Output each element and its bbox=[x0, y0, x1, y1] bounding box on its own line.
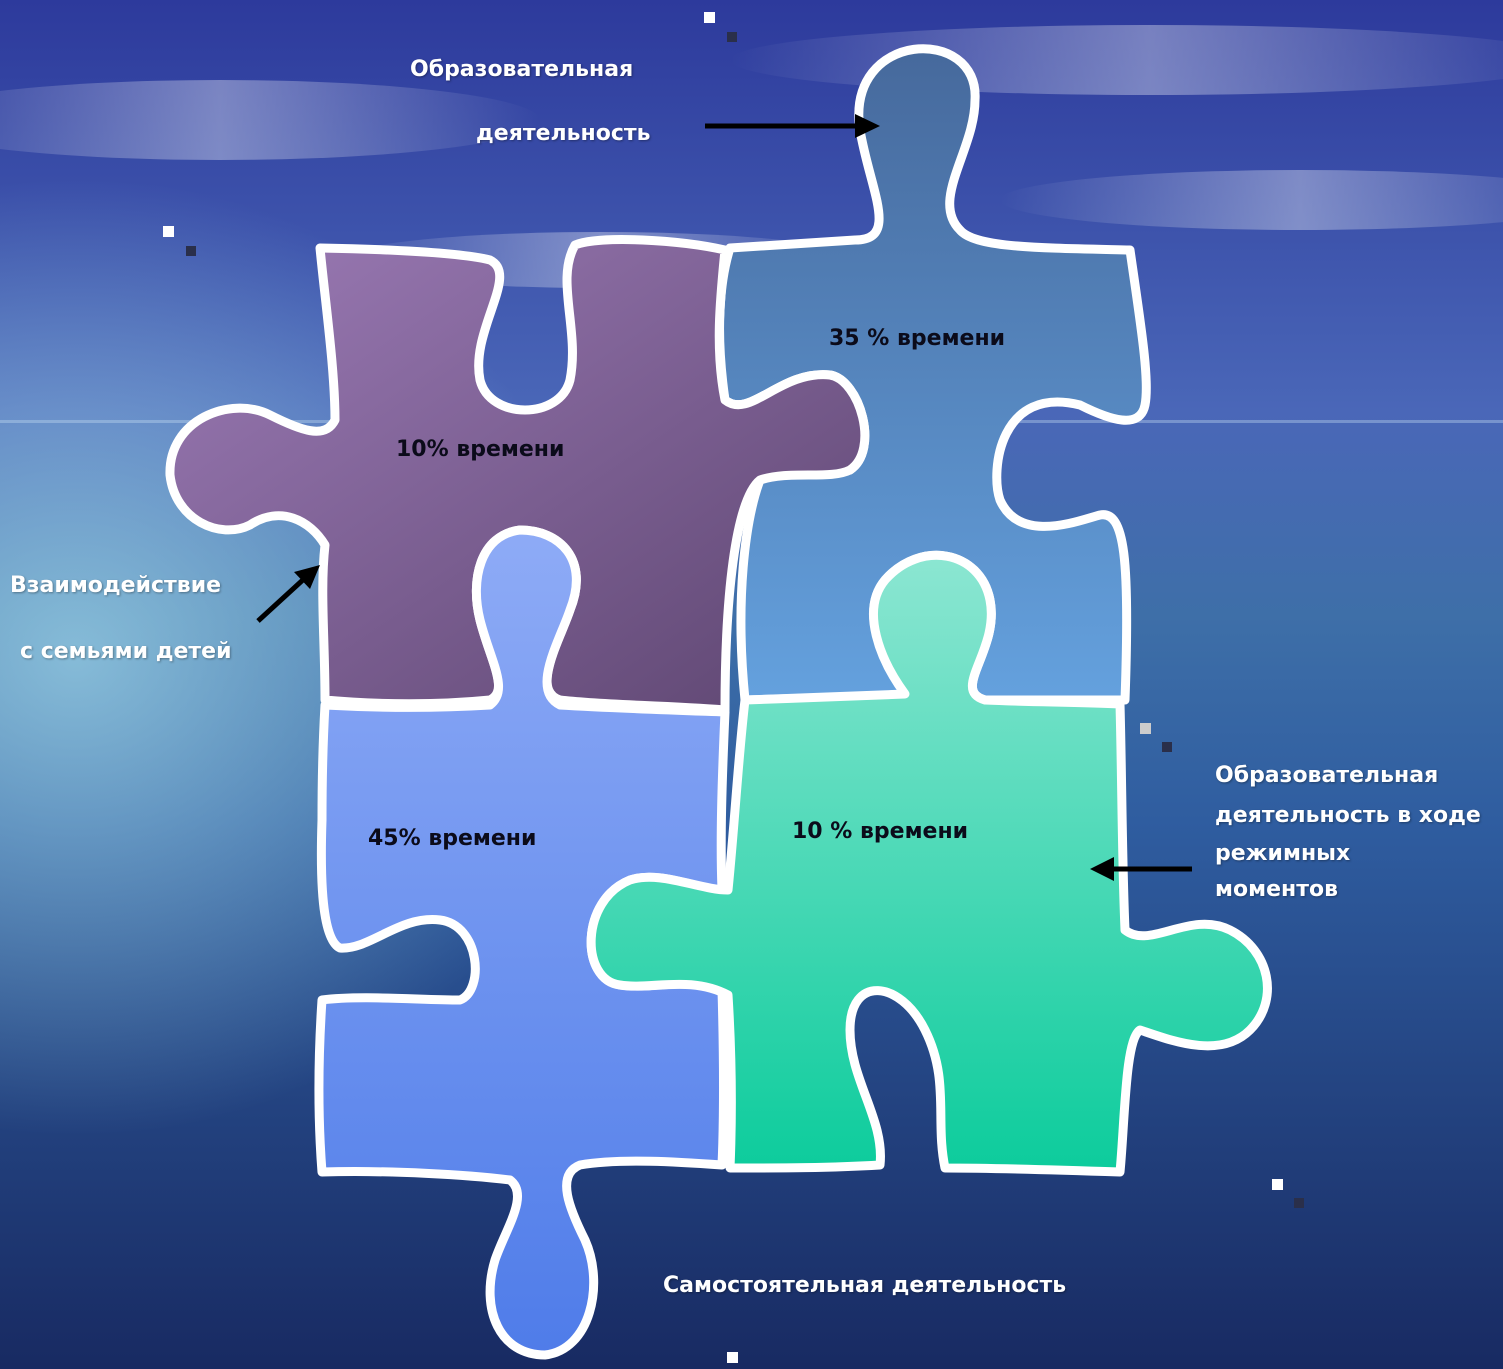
square-decor bbox=[186, 246, 196, 256]
square-decor bbox=[1294, 1198, 1304, 1208]
square-decor bbox=[704, 12, 715, 23]
label-regime-line3: режимных bbox=[1215, 841, 1351, 866]
square-decor bbox=[1272, 1179, 1283, 1190]
piece-text-steel-blue: 35 % времени bbox=[829, 326, 1006, 351]
square-decor bbox=[1162, 742, 1172, 752]
piece-text-purple: 10% времени bbox=[396, 437, 565, 462]
piece-text-teal: 10 % времени bbox=[792, 819, 969, 844]
label-educational-line1: Образовательная bbox=[410, 57, 634, 82]
label-family-line2: с семьями детей bbox=[20, 639, 232, 664]
arrow-family bbox=[256, 565, 320, 623]
label-regime-line4: моментов bbox=[1215, 877, 1338, 902]
label-family-line1: Взаимодействие bbox=[10, 573, 222, 598]
label-regime-line2: деятельность в ходе bbox=[1215, 803, 1481, 828]
puzzle-piece-periwinkle bbox=[314, 525, 730, 1360]
square-decor bbox=[1140, 723, 1151, 734]
arrow-regime bbox=[1090, 857, 1192, 881]
arrow-educational bbox=[705, 114, 880, 138]
label-educational-line2: деятельность bbox=[476, 121, 651, 146]
label-regime-line1: Образовательная bbox=[1215, 763, 1439, 788]
piece-text-periwinkle: 45% времени bbox=[368, 826, 537, 851]
puzzle-piece-teal bbox=[586, 550, 1272, 1177]
label-independent: Самостоятельная деятельность bbox=[663, 1273, 1067, 1298]
square-decor bbox=[727, 1352, 738, 1363]
square-decor bbox=[727, 32, 737, 42]
square-decor bbox=[163, 226, 174, 237]
